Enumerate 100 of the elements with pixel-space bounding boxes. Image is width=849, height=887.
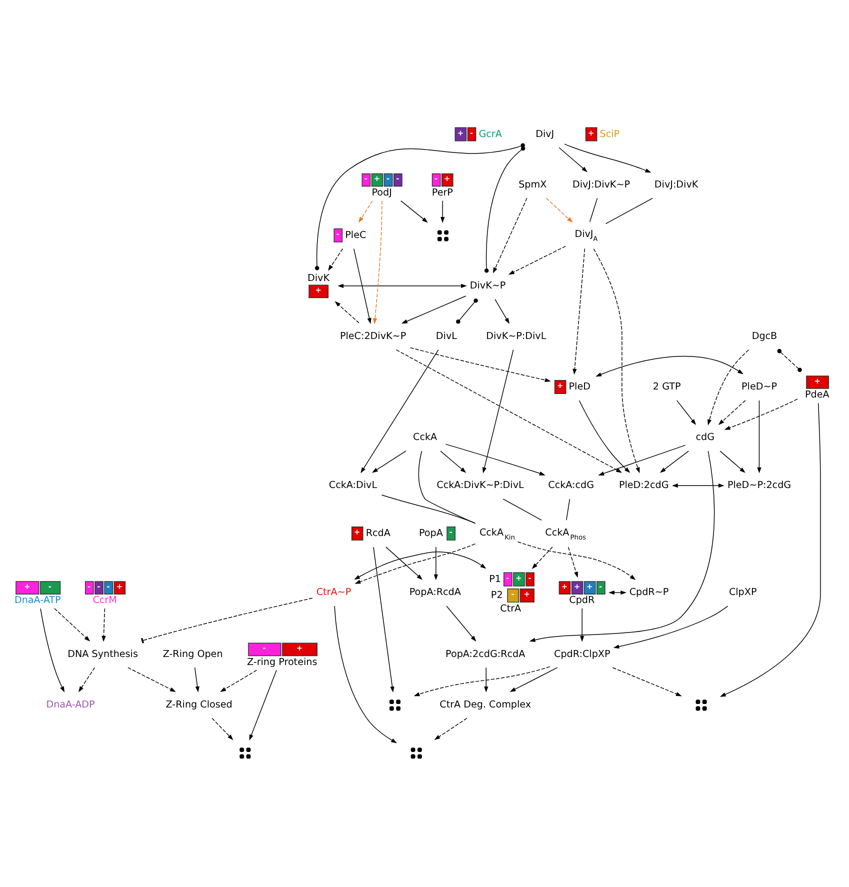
arrow xyxy=(724,398,798,430)
arrow xyxy=(434,546,438,580)
node-label: PdeA xyxy=(804,390,830,401)
node-text: DgcB xyxy=(752,330,778,342)
arrow xyxy=(212,718,234,740)
arrow xyxy=(334,606,398,744)
node-label: DivK xyxy=(308,273,330,284)
node-text: CtrA~P xyxy=(316,587,352,598)
arrow xyxy=(660,450,689,473)
arrow xyxy=(338,284,467,288)
node-text: CpdR~P xyxy=(629,587,669,598)
arrow xyxy=(40,608,65,692)
node-label: PleD xyxy=(568,382,591,393)
node-label: P2 xyxy=(490,590,503,602)
connector xyxy=(141,598,313,644)
node-text: SpmX xyxy=(518,179,547,190)
arrow xyxy=(558,147,588,172)
arrow xyxy=(414,666,550,696)
connector xyxy=(381,494,476,524)
arrow xyxy=(546,198,573,223)
connector xyxy=(777,348,802,372)
connector xyxy=(589,198,598,222)
node-text: PopA:2cdG:RcdA xyxy=(446,648,526,660)
node-label: CcrM xyxy=(92,595,117,606)
arrow xyxy=(440,200,445,223)
node-text: PleD:2cdG xyxy=(618,480,669,492)
arrow xyxy=(194,667,200,692)
arrow xyxy=(445,444,546,476)
arrow xyxy=(517,541,636,580)
arrow xyxy=(593,248,640,474)
node-text: PleD~P xyxy=(742,382,778,393)
node-text: DivL xyxy=(436,330,457,342)
arrow xyxy=(334,301,360,324)
node-label: Z-ring Proteins xyxy=(246,656,318,668)
node-label: DnaA-ATP xyxy=(14,595,61,606)
connector xyxy=(456,298,478,324)
node-text: DivJ:DivK xyxy=(654,179,698,190)
arrow xyxy=(613,606,728,649)
arrow xyxy=(580,608,584,642)
node-text: 2 GTP xyxy=(652,382,681,393)
node-label: GcrA xyxy=(478,128,502,140)
arrow xyxy=(440,450,466,473)
arrow xyxy=(54,608,90,642)
node-text: cdG xyxy=(696,432,715,444)
arrow xyxy=(446,606,476,642)
arrow xyxy=(492,198,528,274)
node-label: PopA xyxy=(418,528,443,540)
node-text: DivK~P:DivL xyxy=(486,330,546,342)
arrow xyxy=(720,450,746,473)
node-text: DNA Synthesis xyxy=(68,648,138,660)
arrow xyxy=(372,200,382,324)
node-text: CckA:DivK~P:DivL xyxy=(436,480,524,492)
arrow xyxy=(612,667,682,696)
arrow xyxy=(434,718,468,740)
arrow xyxy=(102,608,106,642)
node-text: DnaA-ADP xyxy=(46,699,95,710)
arrow xyxy=(78,667,96,692)
arrow xyxy=(494,298,510,324)
arrow xyxy=(596,356,744,377)
arrow xyxy=(249,670,277,740)
arrow xyxy=(128,667,176,692)
node-text: CtrA Deg. Complex xyxy=(440,699,532,710)
node-text: CckA:DivL xyxy=(328,480,378,492)
connector xyxy=(566,498,570,520)
arrow xyxy=(328,248,344,271)
arrow xyxy=(354,248,372,324)
node-text: CckA$_{Kin}$ xyxy=(479,527,515,542)
node-text: PleC:2DivK~P xyxy=(340,330,406,342)
node-label: PleC xyxy=(345,230,366,241)
node-label: RcdA xyxy=(366,528,390,540)
arrow xyxy=(410,347,551,382)
arrow xyxy=(396,349,622,473)
node-text: Z-Ring Open xyxy=(162,648,223,660)
node-text: DivK~P xyxy=(470,280,506,292)
node-text: CckA$_{Phos}$ xyxy=(545,527,586,542)
node-text: CckA xyxy=(413,432,438,444)
arrow xyxy=(608,590,627,595)
arrow xyxy=(757,400,762,474)
arrow xyxy=(578,400,630,473)
arrow xyxy=(482,349,514,474)
node-text: CckA:cdG xyxy=(548,480,594,492)
node-text: DivJ$_{A}$ xyxy=(574,229,598,244)
node-label: CtrA xyxy=(500,603,522,614)
arrow xyxy=(354,544,476,584)
arrow xyxy=(718,400,746,426)
arrow xyxy=(358,200,373,223)
arrow xyxy=(672,484,724,488)
arrow xyxy=(564,144,652,173)
arrow xyxy=(220,670,258,692)
arrow xyxy=(373,546,394,692)
arrow xyxy=(676,400,696,425)
node-text: DivJ xyxy=(536,128,554,140)
node-label: CpdR xyxy=(569,595,595,606)
arrow xyxy=(372,450,406,473)
arrow xyxy=(354,552,486,580)
arrow xyxy=(529,450,715,642)
node-text: ClpXP xyxy=(728,587,757,598)
node-label: PerP xyxy=(432,187,453,198)
arrow xyxy=(484,667,488,692)
arrow xyxy=(532,546,553,570)
